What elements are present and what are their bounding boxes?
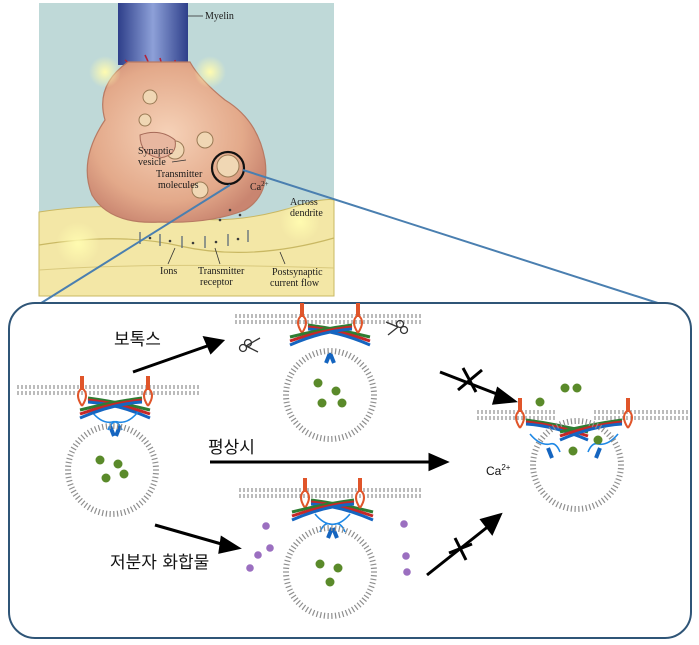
arrow-botox-blocked-head [491, 386, 518, 405]
released-transmitter [572, 383, 582, 393]
arrow-normal-head [428, 452, 450, 472]
membrane-layer [17, 303, 688, 619]
scissors-icon [385, 319, 409, 336]
transmitter-molecule [95, 455, 105, 465]
across-dendrite-label-1: Across [290, 197, 318, 208]
transmitter-molecule [568, 446, 578, 456]
transmitter-molecules-label-1: Transmitter [156, 169, 203, 180]
ca-inset-label: Ca2+ [250, 180, 269, 193]
detail-panel [8, 302, 692, 639]
small-molecule-compound [403, 568, 411, 576]
small-molecule-compound [266, 544, 274, 552]
transmitter-molecule [325, 577, 335, 587]
synaptic-vesicle [283, 348, 377, 442]
transmitter-molecule [337, 398, 347, 408]
small-molecule-compound [254, 551, 262, 559]
transmitter-molecules-label-2: molecules [158, 180, 199, 191]
neuron-synapse-inset: Myelin Synaptic vesicle Transmitter mole… [38, 3, 335, 297]
transmitter-molecule [317, 398, 327, 408]
lipid-membrane [239, 488, 421, 498]
myelin-label: Myelin [205, 11, 234, 22]
transmitter-molecule [313, 378, 323, 388]
released-transmitter [593, 435, 603, 445]
arrow-botox [132, 343, 211, 374]
snare-complex [515, 398, 589, 459]
small-molecule-compound [246, 564, 254, 572]
small-molecule-compound [400, 520, 408, 528]
transmitter-molecule [119, 469, 129, 479]
transmitter-molecule [315, 559, 325, 569]
snare-complex [559, 398, 633, 459]
zoom-line-left [37, 184, 231, 306]
snare-complex [289, 303, 363, 364]
snare-complex [300, 478, 374, 539]
scissors-icon [238, 337, 261, 353]
small-molecule-label: 저분자 화합물 [110, 553, 209, 573]
normal-label: 평상시 [208, 438, 255, 458]
synaptic-vesicle-label-1: Synaptic [138, 146, 174, 157]
ca-label: Ca2+ [486, 463, 511, 478]
transmitter-molecule [333, 563, 343, 573]
transmitter-molecule [113, 459, 123, 469]
arrow-botox-head [202, 336, 226, 355]
postsynaptic-label-2: current flow [270, 278, 320, 289]
zoom-line-right [242, 169, 665, 306]
transmitter-receptor-label-2: receptor [200, 277, 233, 288]
block-marks [448, 367, 483, 561]
arrow-small-molecule-head [218, 535, 242, 554]
transmitter-receptor-label-1: Transmitter [198, 266, 245, 277]
zoom-highlight-circle [210, 150, 246, 186]
released-transmitter [535, 397, 545, 407]
lipid-membrane [17, 385, 199, 395]
synaptic-vesicle [530, 418, 624, 512]
arrow-small-molecule [154, 523, 226, 547]
synaptic-vesicle-label-2: vesicle [138, 157, 166, 168]
small-molecule-compound [262, 522, 270, 530]
small-molecule-compound [402, 552, 410, 560]
ions-label: Ions [160, 266, 177, 277]
postsynaptic-label-1: Postsynaptic [272, 267, 323, 278]
across-dendrite-label-2: dendrite [290, 208, 323, 219]
released-transmitter [560, 383, 570, 393]
transmitter-molecule [101, 473, 111, 483]
axon-myelin [118, 3, 188, 65]
transmitter-molecule [331, 386, 341, 396]
botox-label: 보톡스 [114, 330, 161, 350]
arrow-small-blocked-head [479, 512, 503, 536]
synaptic-vesicle [283, 525, 377, 619]
synaptic-vesicle [65, 423, 159, 517]
